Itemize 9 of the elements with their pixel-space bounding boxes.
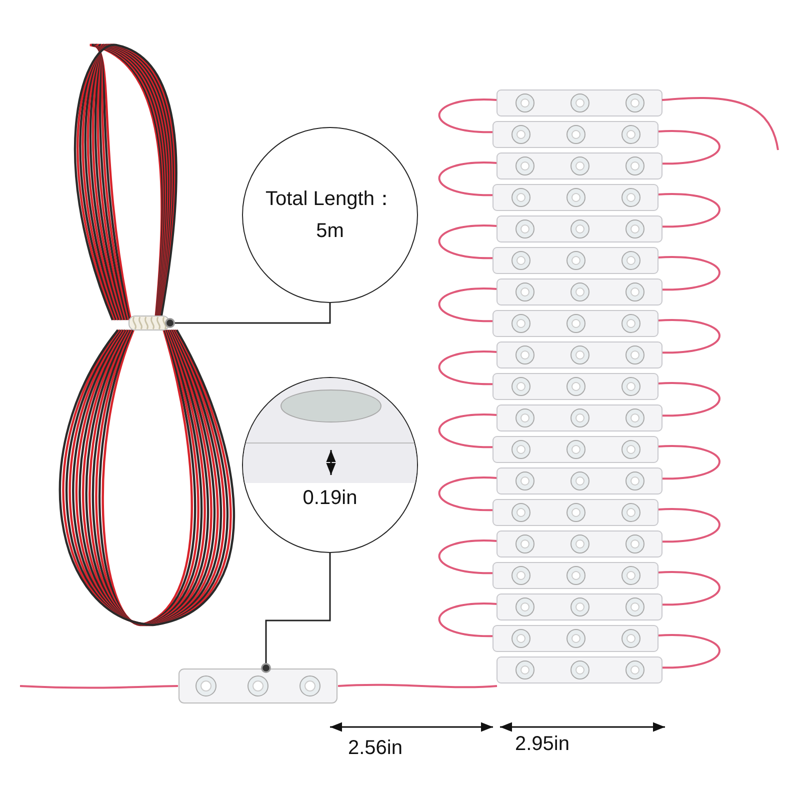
led-module: [178, 668, 338, 704]
leader-line: [261, 553, 331, 673]
leader-line: [165, 303, 331, 328]
dimension-label: 2.95in: [515, 733, 570, 756]
callout-value: 0.19in: [302, 486, 358, 511]
dimension-label: 2.56in: [348, 737, 402, 760]
callout-heading: Total Length：: [266, 187, 394, 212]
twine-tie: [128, 314, 170, 332]
callout-value: 5m: [316, 219, 344, 244]
